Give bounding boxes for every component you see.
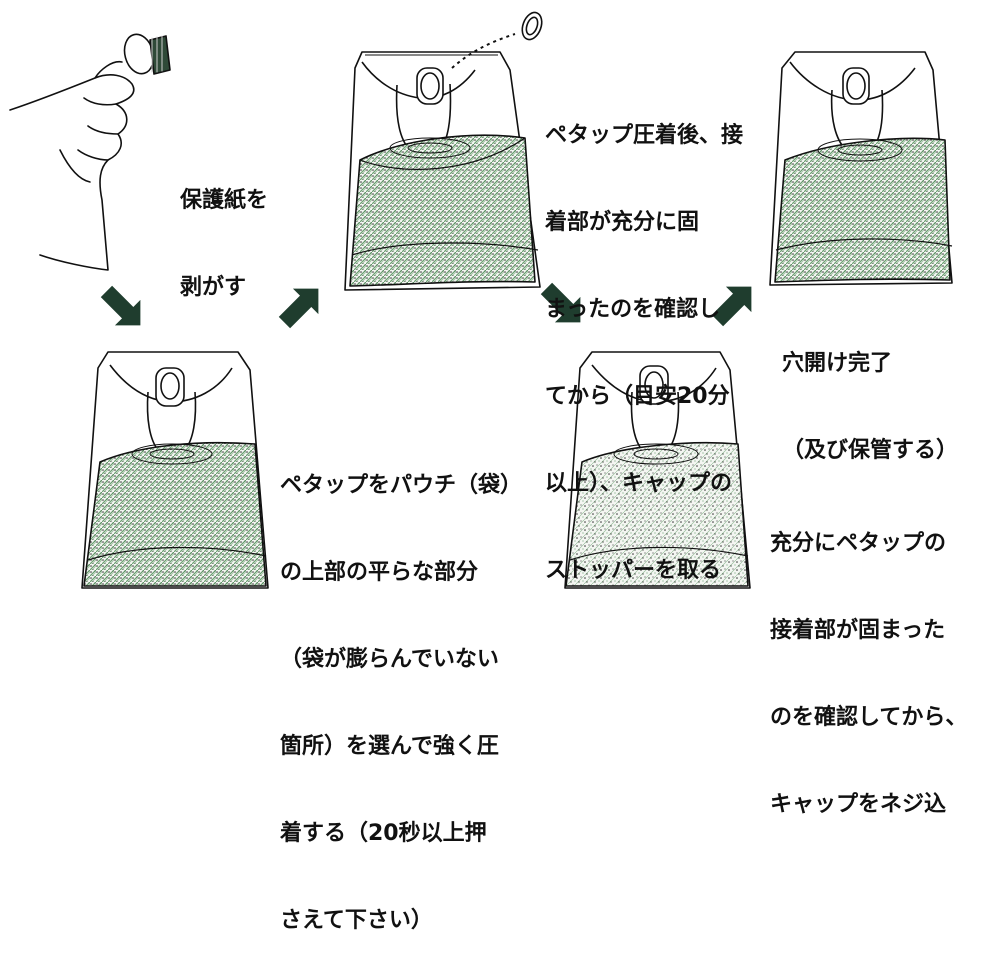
caption-line: の上部の平らな部分: [280, 560, 479, 585]
caption-line: 着部が充分に固: [545, 210, 700, 235]
pouch-with-petap-icon: [769, 51, 953, 286]
bold-arrow-icon: [100, 285, 141, 326]
caption-line: 以上）、キャップの: [545, 471, 733, 496]
step2-caption: ペタップをパウチ（袋） の上部の平らな部分 （袋が膨らんでいない 箇所）を選んで…: [280, 413, 522, 964]
caption-line: 接着部が固まった: [770, 618, 946, 643]
caption-line: のを確認してから、: [770, 705, 968, 730]
pouch-with-petap-icon: [344, 11, 543, 291]
step5-caption: 穴開け完了 （及び保管する）: [782, 291, 958, 494]
hand-peeling-icon: [9, 33, 171, 271]
instruction-illustration: [9, 11, 953, 589]
caption-line: （及び保管する）: [782, 438, 959, 463]
pouch-with-petap-icon: [81, 351, 269, 589]
caption-line: まったのを確認し: [545, 297, 721, 322]
caption-line: さえて下さい）: [280, 908, 433, 933]
step4-caption: 充分にペタップの 接着部が固まった のを確認してから、 キャップをネジ込: [770, 471, 967, 848]
caption-line: 充分にペタップの: [770, 531, 947, 556]
caption-line: 箇所）を選んで強く圧: [280, 734, 499, 759]
caption-line: ストッパーを取る: [545, 558, 722, 583]
caption-line: 穴開け完了: [782, 351, 893, 376]
caption-line: 着する（20秒以上押: [280, 821, 487, 846]
caption-line: 剥がす: [180, 275, 247, 300]
caption-line: ペタップ圧着後、接: [545, 123, 744, 148]
caption-line: てから（目安20分: [545, 384, 730, 409]
bold-arrow-icon: [540, 282, 581, 323]
bold-arrow-icon: [278, 288, 319, 329]
pouch-with-petap-icon: [564, 351, 751, 589]
step1-caption: 保護紙を 剥がす: [180, 128, 268, 331]
caption-line: キャップをネジ込: [770, 792, 947, 817]
bold-arrow-icon: [711, 286, 752, 327]
caption-line: ペタップをパウチ（袋）: [280, 473, 523, 498]
caption-line: （袋が膨らんでいない: [280, 647, 499, 672]
caption-line: 保護紙を: [180, 188, 269, 213]
step3-caption: ペタップ圧着後、接 着部が充分に固 まったのを確認し てから（目安20分 以上）…: [545, 63, 743, 614]
